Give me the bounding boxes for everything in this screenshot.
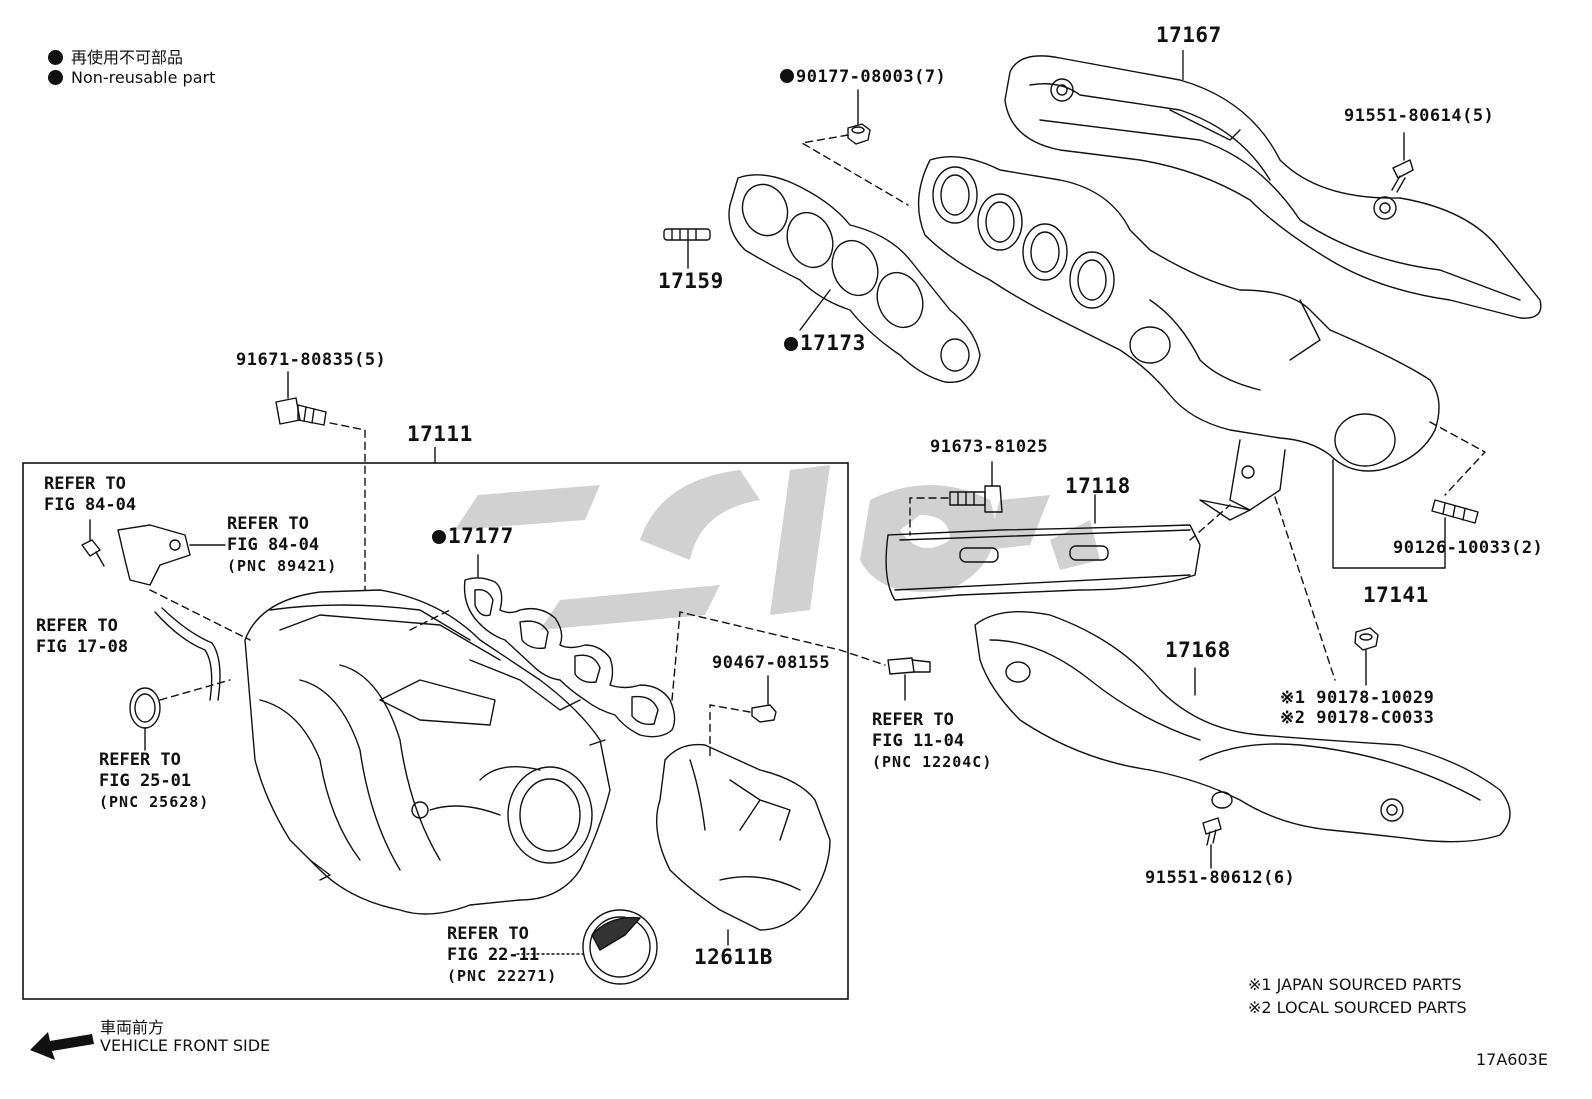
legend-en: Non-reusable part <box>48 68 215 87</box>
ref-line1: REFER TO <box>99 750 181 770</box>
part-90177-text: 90177-08003(7) <box>796 67 947 87</box>
part-91673-81025[interactable]: 91673-81025 <box>930 437 1049 457</box>
part-17177[interactable]: 17177 <box>432 526 514 547</box>
vehicle-front-en: VEHICLE FRONT SIDE <box>100 1036 271 1055</box>
legend-en-text: Non-reusable part <box>71 68 216 87</box>
ref-line1: REFER TO <box>227 514 309 534</box>
part-91551-80614[interactable]: 91551-80614(5) <box>1344 106 1495 126</box>
note-local-sourced: ※2 LOCAL SOURCED PARTS <box>1248 998 1467 1017</box>
bolt-91551-80612 <box>1202 817 1222 869</box>
part-17173-text: 17173 <box>800 331 866 355</box>
part-17159[interactable]: 17159 <box>658 269 724 293</box>
bolt-91551-80614 <box>1391 132 1414 193</box>
ref-line2: FIG 25-01 <box>99 771 192 791</box>
ref-pnc: (PNC 25628) <box>99 793 210 811</box>
exhaust-manifold-17141 <box>917 155 1440 521</box>
ref-line2: FIG 84-04 <box>227 535 320 555</box>
clip-90467 <box>709 675 777 761</box>
nut-90178 <box>1274 496 1379 686</box>
bracket-17118 <box>885 494 1201 601</box>
part-17118[interactable]: 17118 <box>1065 474 1131 498</box>
vehicle-front-ja: 車両前方 <box>100 1018 165 1037</box>
bolt-91671-80835 <box>275 371 366 591</box>
non-reusable-dot-icon <box>784 337 798 351</box>
engine-cover-12611b <box>655 743 831 946</box>
diagram-code: 17A603E <box>1476 1050 1548 1069</box>
part-17167[interactable]: 17167 <box>1156 23 1222 47</box>
part-17177-text: 17177 <box>448 524 514 548</box>
heat-insulator-17167 <box>1004 55 1542 319</box>
refer-to-fig-84-04-b[interactable]: REFER TO FIG 84-04 (PNC 89421) <box>227 514 337 577</box>
part-17168[interactable]: 17168 <box>1165 638 1231 662</box>
note-japan-sourced: ※1 JAPAN SOURCED PARTS <box>1248 975 1462 994</box>
non-reusable-dot-icon <box>780 69 794 83</box>
leader-17118-to-manifold <box>1189 504 1231 541</box>
heat-insulator-17168 <box>974 610 1511 843</box>
legend-ja-text: 再使用不可部品 <box>71 48 184 67</box>
refer-to-fig-11-04[interactable]: REFER TO FIG 11-04 (PNC 12204C) <box>872 710 992 773</box>
non-reusable-dot-icon <box>48 50 63 65</box>
refer-to-fig-17-08[interactable]: REFER TO FIG 17-08 <box>36 616 128 658</box>
sensor-bolt <box>81 519 105 567</box>
throttle-screen-ring <box>516 909 658 985</box>
hose-clamp <box>129 679 231 751</box>
leader-17111-sensor <box>409 609 451 631</box>
ref-line2: FIG 11-04 <box>872 731 965 751</box>
ref-line2: FIG 84-04 <box>44 495 137 515</box>
legend-ja: 再使用不可部品 <box>48 44 183 68</box>
part-90178-c0033[interactable]: ※2 90178-C0033 <box>1280 708 1435 728</box>
refer-to-fig-25-01[interactable]: REFER TO FIG 25-01 (PNC 25628) <box>99 750 209 813</box>
stud-90126 <box>1429 421 1486 569</box>
non-reusable-dot-icon <box>48 70 63 85</box>
ref-line1: REFER TO <box>36 616 118 636</box>
ref-pnc: (PNC 22271) <box>447 967 558 985</box>
ref-pnc: (PNC 12204C) <box>872 753 993 771</box>
part-91671-80835[interactable]: 91671-80835(5) <box>236 350 387 370</box>
non-reusable-dot-icon <box>432 530 446 544</box>
stud-17159 <box>663 228 711 269</box>
part-90467-08155[interactable]: 90467-08155 <box>712 653 831 673</box>
vacuum-hose <box>154 611 213 701</box>
part-90178-10029[interactable]: ※1 90178-10029 <box>1280 688 1435 708</box>
nut-90177 <box>801 89 909 206</box>
pcv-fitting <box>887 657 931 701</box>
refer-to-fig-84-04-a[interactable]: REFER TO FIG 84-04 <box>44 474 136 516</box>
part-90177-08003[interactable]: 90177-08003(7) <box>780 69 946 86</box>
gasket-17173 <box>728 174 981 383</box>
ref-line1: REFER TO <box>872 710 954 730</box>
part-17141[interactable]: 17141 <box>1363 583 1429 607</box>
part-90126-10033[interactable]: 90126-10033(2) <box>1393 538 1544 558</box>
watermark-logo <box>455 465 1100 630</box>
part-17111[interactable]: 17111 <box>407 422 473 446</box>
gasket-17177 <box>463 554 886 738</box>
refer-to-fig-22-11[interactable]: REFER TO FIG 22-11 (PNC 22271) <box>447 924 557 987</box>
front-direction-arrow <box>30 1032 94 1060</box>
map-sensor <box>117 524 251 641</box>
part-12611b[interactable]: 12611B <box>694 945 773 969</box>
part-91551-80612[interactable]: 91551-80612(6) <box>1145 868 1296 888</box>
leader-17141 <box>1332 459 1446 569</box>
intake-manifold-17111 <box>244 589 611 915</box>
ref-line2: FIG 17-08 <box>36 637 129 657</box>
part-17173[interactable]: 17173 <box>784 333 866 354</box>
ref-line2: FIG 22-11 <box>447 945 540 965</box>
ref-line1: REFER TO <box>447 924 529 944</box>
bolt-91673-81025 <box>909 461 1003 536</box>
ref-pnc: (PNC 89421) <box>227 557 338 575</box>
ref-line1: REFER TO <box>44 474 126 494</box>
